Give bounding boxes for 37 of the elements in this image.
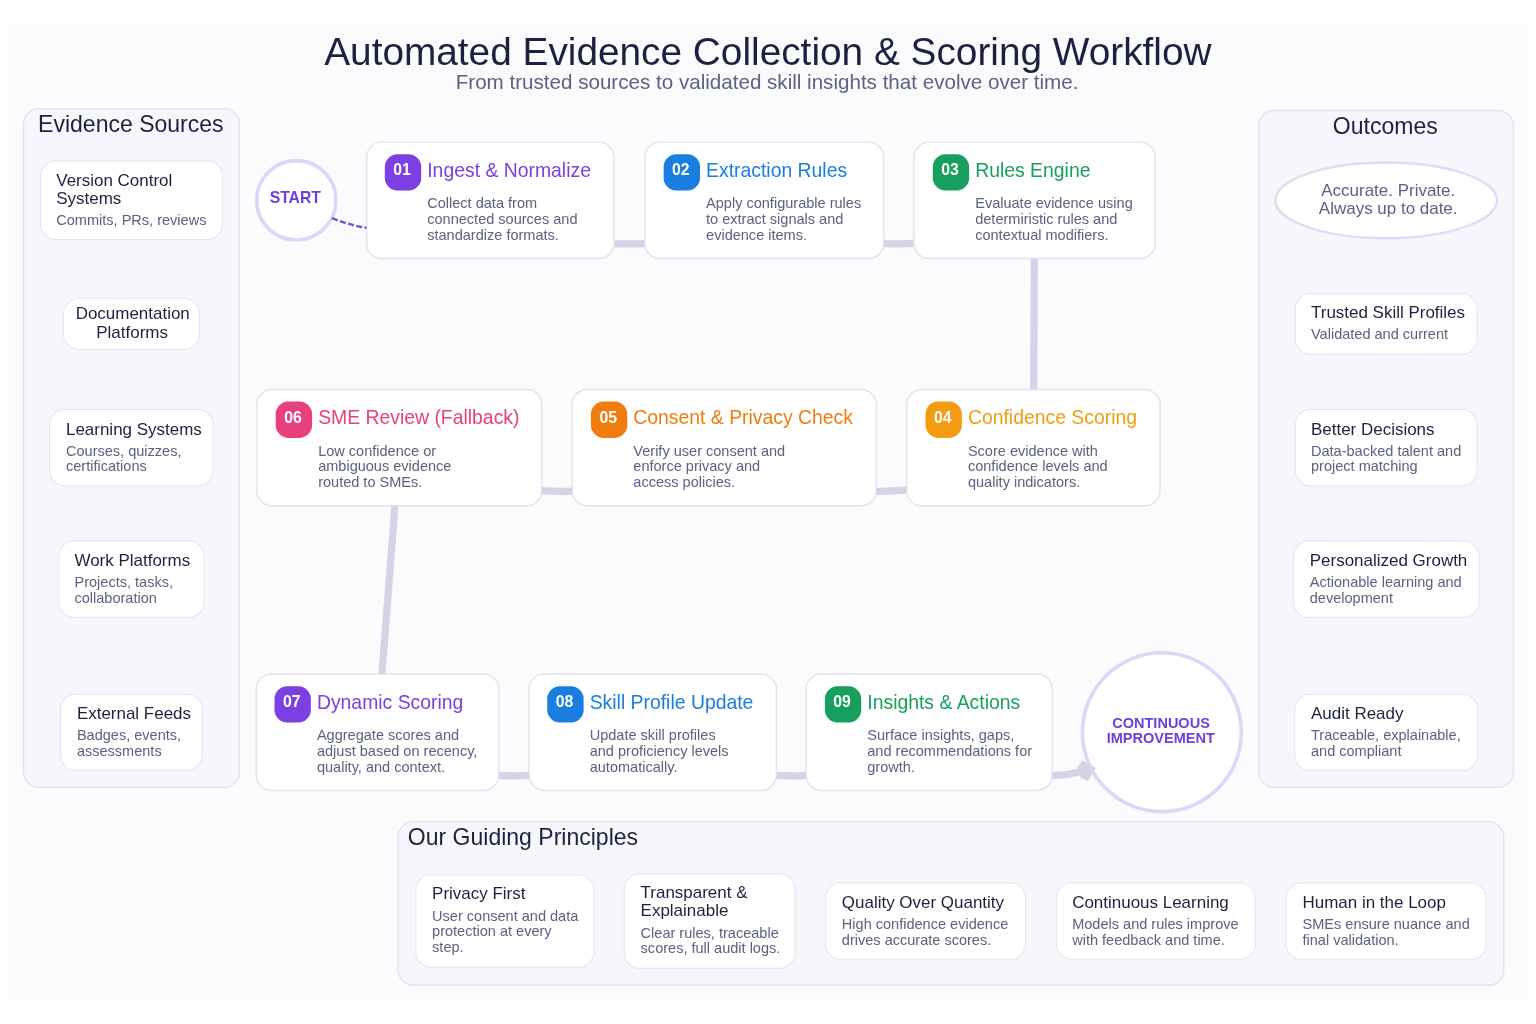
node-box: Human in the Loop SMEs ensure nuance and final validation.: [1285, 881, 1487, 960]
connector: [331, 216, 367, 229]
node-box: Work Platforms Projects, tasks, collaboration: [57, 539, 205, 618]
node-box: Version Control Systems Commits, PRs, reviews: [39, 159, 223, 240]
node-box: Better Decisions Data-backed talent and project matching: [1294, 408, 1478, 486]
node-box: Personalized Growth Actionable learning and development: [1292, 539, 1479, 618]
connector: [883, 239, 914, 248]
connector: [1029, 258, 1038, 389]
connector: [776, 771, 806, 779]
node-box: 03 Rules Engine Evaluate evidence using determiristic rules and contextual modifiers.: [912, 140, 1156, 259]
node-box: 06 SME Review (Fallback) Low confidence or ambiguous evidence routed to SMEs.: [255, 388, 543, 507]
node-box: 04 Confidence Scoring Score evidence with confidence levels and quality indicators.: [905, 388, 1161, 507]
node-box: Privacy First User consent and data protection at every step.: [414, 873, 595, 968]
node-circle: CONTINUOUS IMPROVEMENT: [1080, 650, 1243, 813]
node-ellipse: Accurate. Private. Always up to date.: [1273, 160, 1498, 239]
connector: [377, 505, 399, 674]
diagram-title: Automated Evidence Collection & Scoring Workflow: [323, 29, 1212, 73]
arrow: [1051, 759, 1094, 783]
connector: [613, 239, 645, 248]
node-box: Documentation Platforms: [62, 297, 200, 350]
node-box: 08 Skill Profile Update Update skill profiles and proficiency levels automatically.: [527, 672, 777, 791]
node-box: Learning Systems Courses, quizzes, certifications: [48, 408, 214, 486]
node-box: 09 Insights & Actions Surface insights, gaps, and recommendations for growth.: [804, 672, 1053, 791]
node-box: Transparent & Explainable Clear rules, traceable scores, full audit logs.: [623, 872, 796, 969]
node-box: 01 Ingest & Normalize Collect data from connected sources and standardize formats.: [365, 140, 615, 259]
connector: [498, 771, 529, 779]
node-box: 05 Consent & Privacy Check Verify user consent and enforce privacy and access policies.: [570, 388, 877, 507]
node-box: External Feeds Badges, events, assessments: [59, 692, 203, 771]
node-box: Quality Over Quantity High confidence evidence drives accurate scores.: [824, 881, 1026, 960]
node-box: Continuous Learning Models and rules improve with feedback and time.: [1055, 881, 1256, 960]
node-box: 02 Extraction Rules Apply configurable rules to extract signals and evidence items.: [643, 140, 884, 259]
node-box: Trusted Skill Profiles Validated and current: [1294, 292, 1478, 355]
connector: [875, 485, 907, 495]
connector: [541, 486, 572, 495]
node-box: Audit Ready Traceable, explainable, and compliant: [1293, 692, 1478, 771]
node-box: 07 Dynamic Scoring Aggregate scores and adjust based on recency, quality, and context.: [255, 672, 499, 791]
node-circle: START: [254, 158, 338, 242]
